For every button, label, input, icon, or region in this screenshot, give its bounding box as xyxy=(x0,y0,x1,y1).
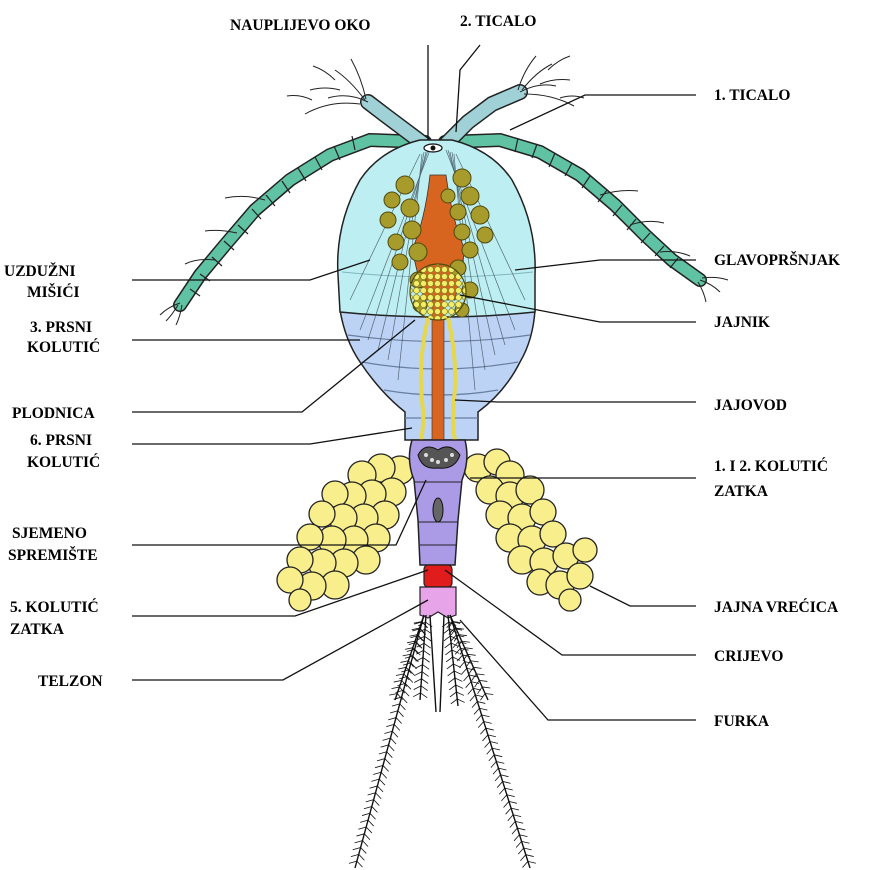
label-oviduct: JAJOVOD xyxy=(714,397,787,414)
label-second-antenna: 2. TICALO xyxy=(460,13,536,30)
label-abdominal5-2: ZATKA xyxy=(10,621,65,638)
label-cephalothorax: GLAVOPRŠNJAK xyxy=(714,252,840,269)
label-first-antenna: 1. TICALO xyxy=(714,87,790,104)
label-muscles-2: MIŠIĆI xyxy=(27,284,80,301)
label-thoracic6-2: KOLUTIĆ xyxy=(27,454,100,471)
label-telson: TELZON xyxy=(38,673,103,690)
anal-segment xyxy=(424,565,452,587)
ovary xyxy=(410,264,466,320)
label-thoracic3-2: KOLUTIĆ xyxy=(27,339,100,356)
egg-sac-right xyxy=(464,449,597,611)
label-seminal-1: SJEMENO xyxy=(12,525,87,542)
second-antenna-left xyxy=(287,59,425,145)
label-abdominal12-1: 1. I 2. KOLUTIĆ xyxy=(714,458,828,475)
label-abdominal12-2: ZATKA xyxy=(714,483,769,500)
label-furca: FURKA xyxy=(714,713,770,730)
label-nauplius-eye: NAUPLIJEVO OKO xyxy=(230,17,371,34)
label-ovary: JAJNIK xyxy=(714,314,770,331)
furcal-setae xyxy=(355,615,530,868)
label-abdominal5-1: 5. KOLUTIĆ xyxy=(10,599,99,616)
label-seminal-2: SPREMIŠTE xyxy=(8,547,98,564)
egg-sac-left xyxy=(277,454,414,611)
furcal-rami xyxy=(420,587,456,618)
label-muscles-1: UZDUŽNI xyxy=(4,263,75,280)
second-antenna-right xyxy=(445,56,584,145)
label-thoracic3-1: 3. PRSNI xyxy=(30,319,92,336)
label-oviduct-gland: PLODNICA xyxy=(12,405,95,422)
label-thoracic6-1: 6. PRSNI xyxy=(30,432,92,449)
label-egg-sac: JAJNA VREĆICA xyxy=(714,599,839,616)
label-gut: CRIJEVO xyxy=(714,648,783,665)
